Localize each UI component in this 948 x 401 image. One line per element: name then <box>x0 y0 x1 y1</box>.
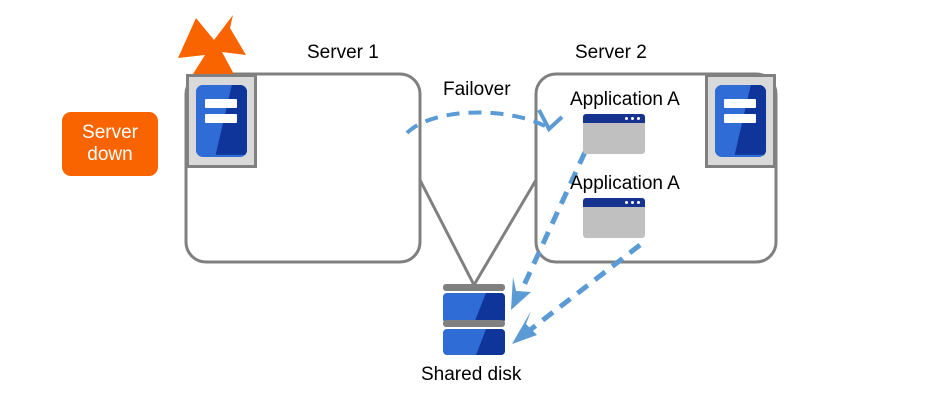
server-down-badge: Server down <box>62 112 158 176</box>
application-a-label-2: Application A <box>570 173 680 194</box>
lightning-burst-icon <box>178 15 246 112</box>
app-window-dot <box>625 201 628 204</box>
server1-to-disk-line <box>418 179 476 286</box>
app-window-dot <box>637 201 640 204</box>
app-window-dot <box>637 117 640 120</box>
server2-icon <box>705 74 776 168</box>
server2-title: Server 2 <box>575 42 647 63</box>
server-icon-bar-bottom <box>724 113 756 124</box>
server1-title: Server 1 <box>307 42 379 63</box>
server-icon-bar-top <box>205 98 237 109</box>
server-icon-bar-bottom <box>205 113 237 124</box>
server-down-line1: Server <box>82 122 138 144</box>
application-window-icon <box>583 198 645 238</box>
server2-to-disk-line <box>472 179 538 286</box>
server-icon-bar-top <box>724 98 756 109</box>
app1-to-disk-arrow <box>511 150 588 310</box>
app-window-dot <box>631 117 634 120</box>
disk-stack-icon <box>443 284 505 355</box>
failover-label: Failover <box>443 79 511 100</box>
app-window-titlebar <box>583 198 645 207</box>
server-down-line2: down <box>87 144 133 165</box>
application-window-icon <box>583 114 645 154</box>
server-icon-body <box>715 85 766 157</box>
app-window-dot <box>631 201 634 204</box>
shared-disk-label: Shared disk <box>421 364 522 385</box>
app-window-titlebar <box>583 114 645 123</box>
app2-to-disk-arrow <box>512 243 642 344</box>
app-window-dot <box>625 117 628 120</box>
server1-icon <box>186 74 257 168</box>
failover-arrow <box>405 109 564 135</box>
server-icon-body <box>196 85 247 157</box>
application-a-label-1: Application A <box>570 89 680 110</box>
